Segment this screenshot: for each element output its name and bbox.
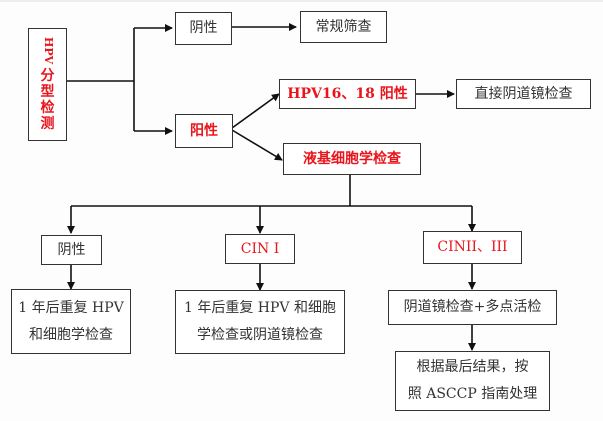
negative-bottom-label: 阴性 [57, 241, 86, 258]
connector-pos-lbc [231, 129, 283, 161]
hpv-label: HPV [41, 36, 55, 64]
negative-top-box: 阴性 [175, 12, 232, 45]
negative-bottom-box: 阴性 [41, 235, 102, 265]
direct-colposcopy-label: 直接阴道镜检查 [474, 85, 573, 102]
cin1-followup-line-2: 学检查或阴道镜检查 [197, 327, 323, 343]
cin23-box: CINII、III [423, 231, 522, 264]
positive-box: 阳性 [175, 114, 233, 148]
top-edge [0, 0, 603, 2]
cin1-followup-box: 1 年后重复 HPV 和细胞 学检查或阴道镜检查 [175, 290, 345, 354]
char-4: 测 [40, 116, 55, 133]
colposcopy-biopsy-box: 阴道镜检查+多点活检 [388, 290, 557, 325]
routine-screening-label: 常规筛查 [315, 18, 372, 35]
negative-followup-box: 1 年后重复 HPV 和细胞学检查 [11, 289, 131, 354]
hpv-typing-box: HPV 分 型 检 测 [28, 28, 67, 141]
negative-followup-line-1: 1 年后重复 HPV [18, 299, 124, 316]
connector-pos-hpv1618 [231, 93, 280, 129]
positive-label: 阳性 [190, 122, 218, 139]
cin1-label: CIN I [240, 240, 280, 257]
negative-top-label: 阴性 [189, 20, 218, 37]
lbc-label: 液基细胞学检查 [303, 150, 401, 167]
lbc-box: 液基细胞学检查 [283, 143, 421, 175]
char-1: 分 [40, 67, 55, 84]
final-management-line-2: 照 ASCCP 指南处理 [407, 386, 538, 402]
colposcopy-biopsy-label: 阴道镜检查+多点活检 [403, 299, 542, 316]
direct-colposcopy-box: 直接阴道镜检查 [456, 79, 591, 109]
cin23-label: CINII、III [437, 239, 508, 256]
final-management-line-1: 根据最后结果，按 [416, 359, 529, 376]
final-management-box: 根据最后结果，按 照 ASCCP 指南处理 [395, 351, 550, 411]
hpv1618-positive-label: HPV16、18 阳性 [287, 85, 408, 102]
cin1-followup-line-1: 1 年后重复 HPV 和细胞 [184, 300, 336, 317]
routine-screening-box: 常规筛查 [300, 11, 387, 43]
char-2: 型 [40, 84, 55, 100]
cin1-box: CIN I [225, 234, 295, 264]
char-3: 检 [40, 100, 55, 117]
hpv1618-positive-box: HPV16、18 阳性 [279, 79, 416, 109]
negative-followup-line-2: 和细胞学检查 [29, 326, 113, 343]
